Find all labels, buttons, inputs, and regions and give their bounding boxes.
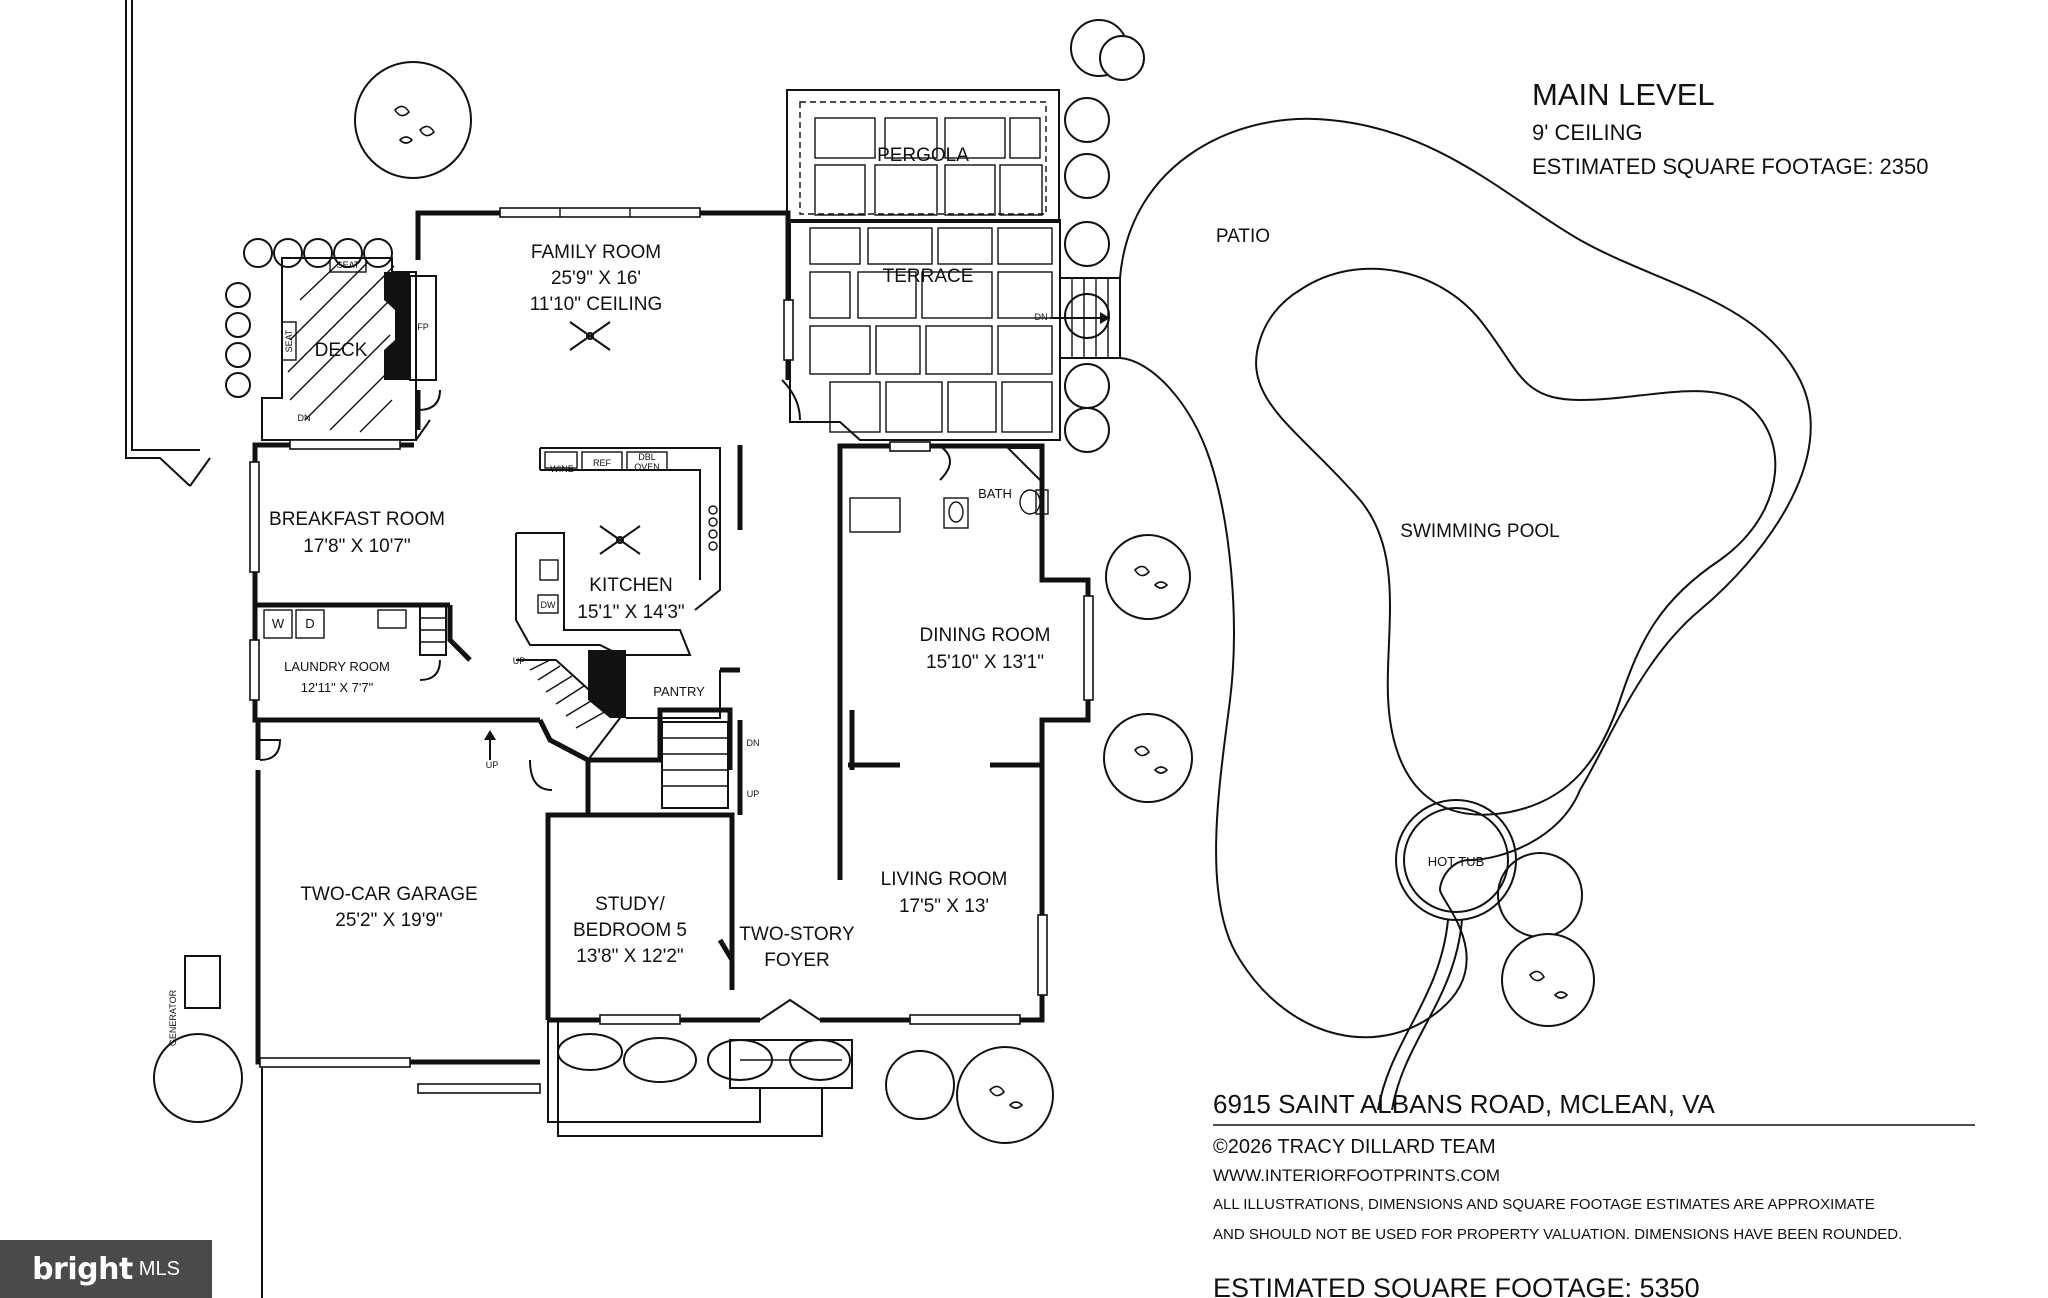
tree-icon bbox=[1064, 293, 1110, 339]
family-room-name: FAMILY ROOM bbox=[531, 242, 661, 263]
dn-label-deck: DN bbox=[298, 413, 311, 423]
deck-label: DECK bbox=[315, 340, 368, 361]
outdoor-labels: PERGOLA TERRACE PATIO SWIMMING POOL HOT … bbox=[168, 145, 1560, 1046]
tree-icon bbox=[956, 1046, 1054, 1144]
oven-label: OVEN bbox=[634, 462, 660, 472]
tree-icon bbox=[1105, 534, 1191, 620]
tree-icon bbox=[1064, 221, 1110, 267]
laundry-room-name: LAUNDRY ROOM bbox=[284, 659, 390, 674]
tree-icon bbox=[1103, 713, 1193, 803]
seat-label-top: SEAT bbox=[337, 260, 360, 270]
tree-icon bbox=[1497, 852, 1595, 1027]
level-title: MAIN LEVEL bbox=[1532, 77, 1715, 112]
tree-icon bbox=[354, 61, 472, 179]
level-square-footage: ESTIMATED SQUARE FOOTAGE: 2350 bbox=[1532, 154, 1929, 179]
wine-label: WINE bbox=[550, 464, 574, 474]
study-line2: BEDROOM 5 bbox=[573, 920, 687, 941]
dining-room-dims: 15'10" X 13'1" bbox=[926, 652, 1044, 673]
dishwasher-label: DW bbox=[541, 600, 556, 610]
foyer-line1: TWO-STORY bbox=[739, 924, 855, 945]
terrace-label: TERRACE bbox=[883, 266, 974, 287]
copyright-line: ©2026 TRACY DILLARD TEAM bbox=[1213, 1136, 1496, 1158]
fixture-labels: FP SEAT SEAT WINE REF DBL OVEN DW W D UP… bbox=[272, 260, 1048, 799]
breakfast-room-dims: 17'8" X 10'7" bbox=[303, 536, 410, 557]
breakfast-room-name: BREAKFAST ROOM bbox=[269, 509, 445, 530]
tree-icon bbox=[1064, 153, 1110, 199]
deck bbox=[261, 257, 437, 441]
fireplace-label: FP bbox=[417, 322, 429, 332]
watermark-brand: bright bbox=[32, 1251, 133, 1287]
kitchen-fixtures bbox=[515, 321, 721, 656]
dryer-label: D bbox=[305, 616, 314, 631]
info-block: 6915 SAINT ALBANS ROAD, MCLEAN, VA ©2026… bbox=[1213, 1089, 1975, 1298]
garage-dims: 25'2" X 19'9" bbox=[335, 910, 442, 931]
tree-icon bbox=[153, 1033, 243, 1123]
pergola-label: PERGOLA bbox=[877, 145, 969, 166]
study-dims: 13'8" X 12'2" bbox=[576, 946, 683, 967]
study-line1: STUDY/ bbox=[595, 894, 665, 915]
living-room-dims: 17'5" X 13' bbox=[899, 896, 989, 917]
living-room-name: LIVING ROOM bbox=[881, 869, 1008, 890]
garage-name: TWO-CAR GARAGE bbox=[300, 884, 477, 905]
family-room-dims: 25'9" X 16' bbox=[551, 268, 641, 289]
up-label-stair: UP bbox=[513, 656, 526, 666]
ref-label: REF bbox=[593, 458, 612, 468]
laundry-fixtures bbox=[263, 609, 407, 639]
room-labels: FAMILY ROOM 25'9" X 16' 11'10" CEILING B… bbox=[269, 242, 1050, 971]
pergola-terrace bbox=[786, 89, 1121, 441]
dbl-label: DBL bbox=[638, 452, 656, 462]
bath-label: BATH bbox=[978, 486, 1012, 501]
disclaimer-line-1: ALL ILLUSTRATIONS, DIMENSIONS AND SQUARE… bbox=[1213, 1196, 1875, 1213]
dn-label-terrace: DN bbox=[1035, 312, 1048, 322]
bath-fixtures bbox=[849, 447, 1049, 533]
level-header: MAIN LEVEL 9' CEILING ESTIMATED SQUARE F… bbox=[1532, 77, 1929, 179]
washer-label: W bbox=[272, 616, 285, 631]
ceiling-height: 9' CEILING bbox=[1532, 120, 1643, 145]
foyer-line2: FOYER bbox=[764, 950, 829, 971]
dining-room-name: DINING ROOM bbox=[920, 625, 1051, 646]
tree-icon bbox=[1064, 363, 1110, 409]
laundry-room-dims: 12'11" X 7'7" bbox=[301, 680, 374, 695]
disclaimer-line-2: AND SHOULD NOT BE USED FOR PROPERTY VALU… bbox=[1213, 1226, 1902, 1243]
ceiling-fan-icon bbox=[569, 321, 611, 351]
patio-pool bbox=[1119, 117, 1812, 1111]
tree-icon bbox=[557, 1033, 851, 1083]
mls-watermark: bright MLS bbox=[0, 1240, 212, 1298]
tree-icon bbox=[1070, 19, 1145, 81]
tree-icon bbox=[243, 238, 393, 268]
up-label-garage: UP bbox=[486, 760, 499, 770]
pantry-label: PANTRY bbox=[653, 684, 705, 699]
dn-label-basement: DN bbox=[747, 738, 760, 748]
landscape-trees bbox=[153, 19, 1595, 1144]
kitchen-dims: 15'1" X 14'3" bbox=[577, 602, 684, 623]
website-line: WWW.INTERIORFOOTPRINTS.COM bbox=[1213, 1166, 1500, 1185]
tree-icon bbox=[1064, 407, 1110, 453]
family-room-ceiling: 11'10" CEILING bbox=[530, 294, 663, 315]
up-label-basement: UP bbox=[747, 789, 760, 799]
pool-label: SWIMMING POOL bbox=[1400, 521, 1559, 542]
tree-icon bbox=[1064, 97, 1110, 143]
patio-label: PATIO bbox=[1216, 226, 1270, 247]
total-square-footage: ESTIMATED SQUARE FOOTAGE: 5350 bbox=[1213, 1273, 1700, 1298]
property-address: 6915 SAINT ALBANS ROAD, MCLEAN, VA bbox=[1213, 1089, 1716, 1119]
doors bbox=[259, 379, 951, 1021]
hot-tub-label: HOT TUB bbox=[1428, 854, 1485, 869]
windows bbox=[249, 207, 1094, 1094]
ceiling-fan-icon bbox=[599, 525, 641, 555]
tree-icon bbox=[885, 1050, 955, 1120]
watermark-suffix: MLS bbox=[138, 1257, 180, 1280]
front-walk bbox=[184, 955, 853, 1298]
tree-icon bbox=[225, 282, 251, 398]
seat-label-side: SEAT bbox=[284, 329, 294, 352]
kitchen-name: KITCHEN bbox=[589, 575, 672, 596]
property-lines bbox=[125, 0, 211, 487]
stairs bbox=[419, 604, 729, 809]
generator-label: GENERATOR bbox=[168, 989, 178, 1046]
